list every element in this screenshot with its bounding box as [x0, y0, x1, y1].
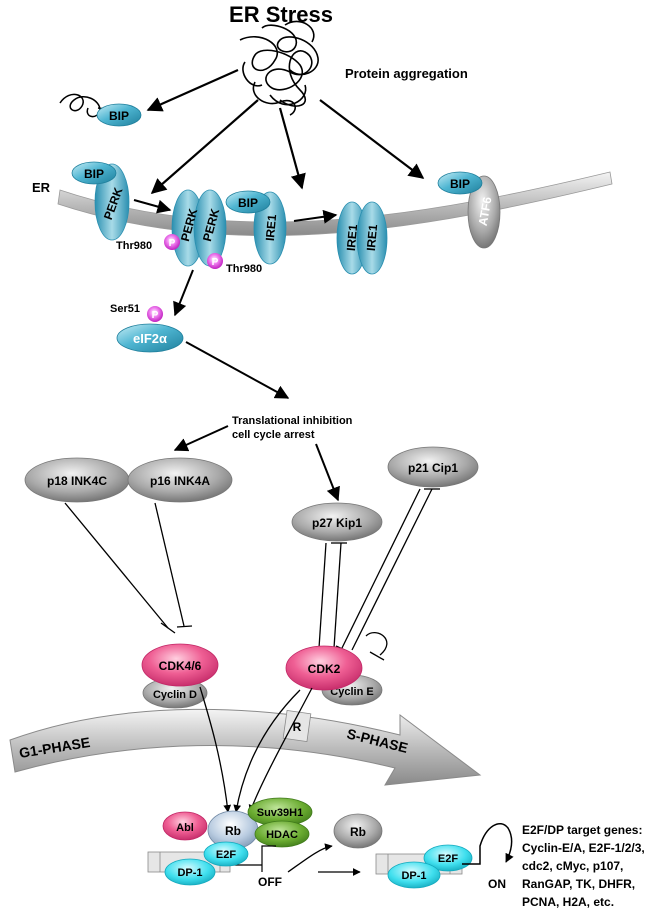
svg-text:P: P	[212, 257, 219, 268]
restriction-point-label: R	[293, 720, 302, 734]
svg-text:Rb: Rb	[225, 824, 241, 838]
svg-text:BIP: BIP	[109, 109, 129, 123]
svg-text:IRE1: IRE1	[263, 213, 279, 241]
perk-eif2a-arrow	[173, 269, 194, 317]
aggregation-arrows	[146, 68, 425, 195]
target-genes-list: E2F/DP target genes: Cyclin-E/A, E2F-1/2…	[522, 823, 645, 909]
er-membrane	[57, 171, 613, 237]
svg-text:E2F/DP target genes:: E2F/DP target genes:	[522, 823, 642, 837]
svg-text:p27 Kip1: p27 Kip1	[312, 516, 362, 530]
off-label: OFF	[258, 875, 282, 889]
svg-text:BIP: BIP	[450, 177, 470, 191]
cell-cycle-arrest-label: cell cycle arrest	[232, 429, 315, 441]
svg-text:ATF6: ATF6	[476, 195, 495, 226]
cdk-to-rb-arrows	[199, 686, 313, 813]
svg-text:CDK4/6: CDK4/6	[159, 659, 202, 673]
svg-text:PCNA, H2A, etc.: PCNA, H2A, etc.	[522, 895, 614, 909]
svg-text:E2F: E2F	[216, 849, 236, 861]
protein-aggregate-icon	[239, 20, 319, 116]
p18-ink4c-node: p18 INK4C	[24, 457, 130, 503]
svg-text:cdc2, cMyc, p107,: cdc2, cMyc, p107,	[522, 859, 623, 873]
on-label: ON	[488, 877, 506, 891]
arrest-to-ink4a-arrow	[173, 425, 229, 452]
thr980-label-left: Thr980	[116, 240, 152, 252]
svg-text:IRE1: IRE1	[364, 223, 380, 251]
perk-dimer: PERK PERK P P	[164, 189, 227, 269]
phospho-icon	[147, 306, 163, 322]
bip-bound-aggregate: BIP	[59, 93, 142, 127]
rb-release-arrow	[287, 843, 333, 873]
p27-kip1-node: p27 Kip1	[291, 502, 383, 542]
svg-text:Suv39H1: Suv39H1	[257, 807, 303, 819]
svg-text:CDK2: CDK2	[308, 662, 341, 676]
svg-text:BIP: BIP	[238, 196, 258, 210]
inhibition-lines	[64, 488, 440, 661]
ire1-dimerization-arrow	[293, 209, 338, 224]
svg-text:p16 INK4A: p16 INK4A	[150, 474, 210, 488]
svg-text:p21 Cip1: p21 Cip1	[408, 461, 458, 475]
svg-text:Cyclin-E/A, E2F-1/2/3,: Cyclin-E/A, E2F-1/2/3,	[522, 841, 645, 855]
ire1-dimer: IRE1 IRE1	[336, 201, 388, 275]
cell-cycle-arrow	[9, 708, 482, 786]
p21-cip1-node: p21 Cip1	[387, 446, 479, 488]
er-label: ER	[32, 180, 51, 195]
eif2a-node: P eIF2α	[116, 306, 184, 353]
cdk2-cycline-complex: Cyclin E CDK2	[285, 645, 383, 706]
free-rb-node: Rb	[333, 813, 383, 849]
ser51-label: Ser51	[110, 303, 140, 315]
active-e2f-dp-complex: E2F DP-1	[375, 823, 514, 889]
svg-text:BIP: BIP	[84, 167, 104, 181]
svg-text:Cyclin D: Cyclin D	[153, 689, 197, 701]
p16-ink4a-node: p16 INK4A	[127, 457, 233, 503]
svg-text:Rb: Rb	[350, 825, 366, 839]
eif2a-inhibition-arrow	[185, 341, 290, 399]
svg-text:DP-1: DP-1	[177, 867, 202, 879]
phospho-icon	[164, 234, 180, 250]
svg-text:HDAC: HDAC	[266, 829, 298, 841]
svg-text:eIF2α: eIF2α	[133, 331, 167, 346]
svg-text:P: P	[152, 310, 159, 321]
translational-inhibition-label: Translational inhibition	[232, 415, 353, 427]
rb-repressor-complex: Abl Rb Suv39H1 HDAC E2F DP-1	[147, 797, 313, 886]
cdk46-cyclind-complex: Cyclin D CDK4/6	[141, 643, 219, 709]
svg-text:IRE1: IRE1	[344, 223, 360, 251]
svg-text:p18 INK4C: p18 INK4C	[47, 474, 107, 488]
svg-text:Cyclin E: Cyclin E	[330, 686, 373, 698]
ire1-bip-complex: IRE1 BIP	[225, 190, 287, 265]
perk-bip-complex: PERK BIP	[71, 161, 130, 241]
protein-aggregation-label: Protein aggregation	[345, 66, 468, 81]
arrest-to-p27-arrow	[315, 443, 340, 502]
phospho-icon	[207, 253, 223, 269]
svg-text:E2F: E2F	[438, 853, 458, 865]
svg-text:P: P	[169, 238, 176, 249]
atf6-bip-complex: ATF6 BIP	[437, 171, 501, 249]
svg-text:DP-1: DP-1	[401, 870, 426, 882]
svg-text:Abl: Abl	[176, 822, 194, 834]
thr980-label-right: Thr980	[226, 263, 262, 275]
title: ER Stress	[229, 2, 333, 27]
svg-text:RanGAP, TK, DHFR,: RanGAP, TK, DHFR,	[522, 877, 635, 891]
perk-dimerization-arrow	[133, 199, 172, 214]
